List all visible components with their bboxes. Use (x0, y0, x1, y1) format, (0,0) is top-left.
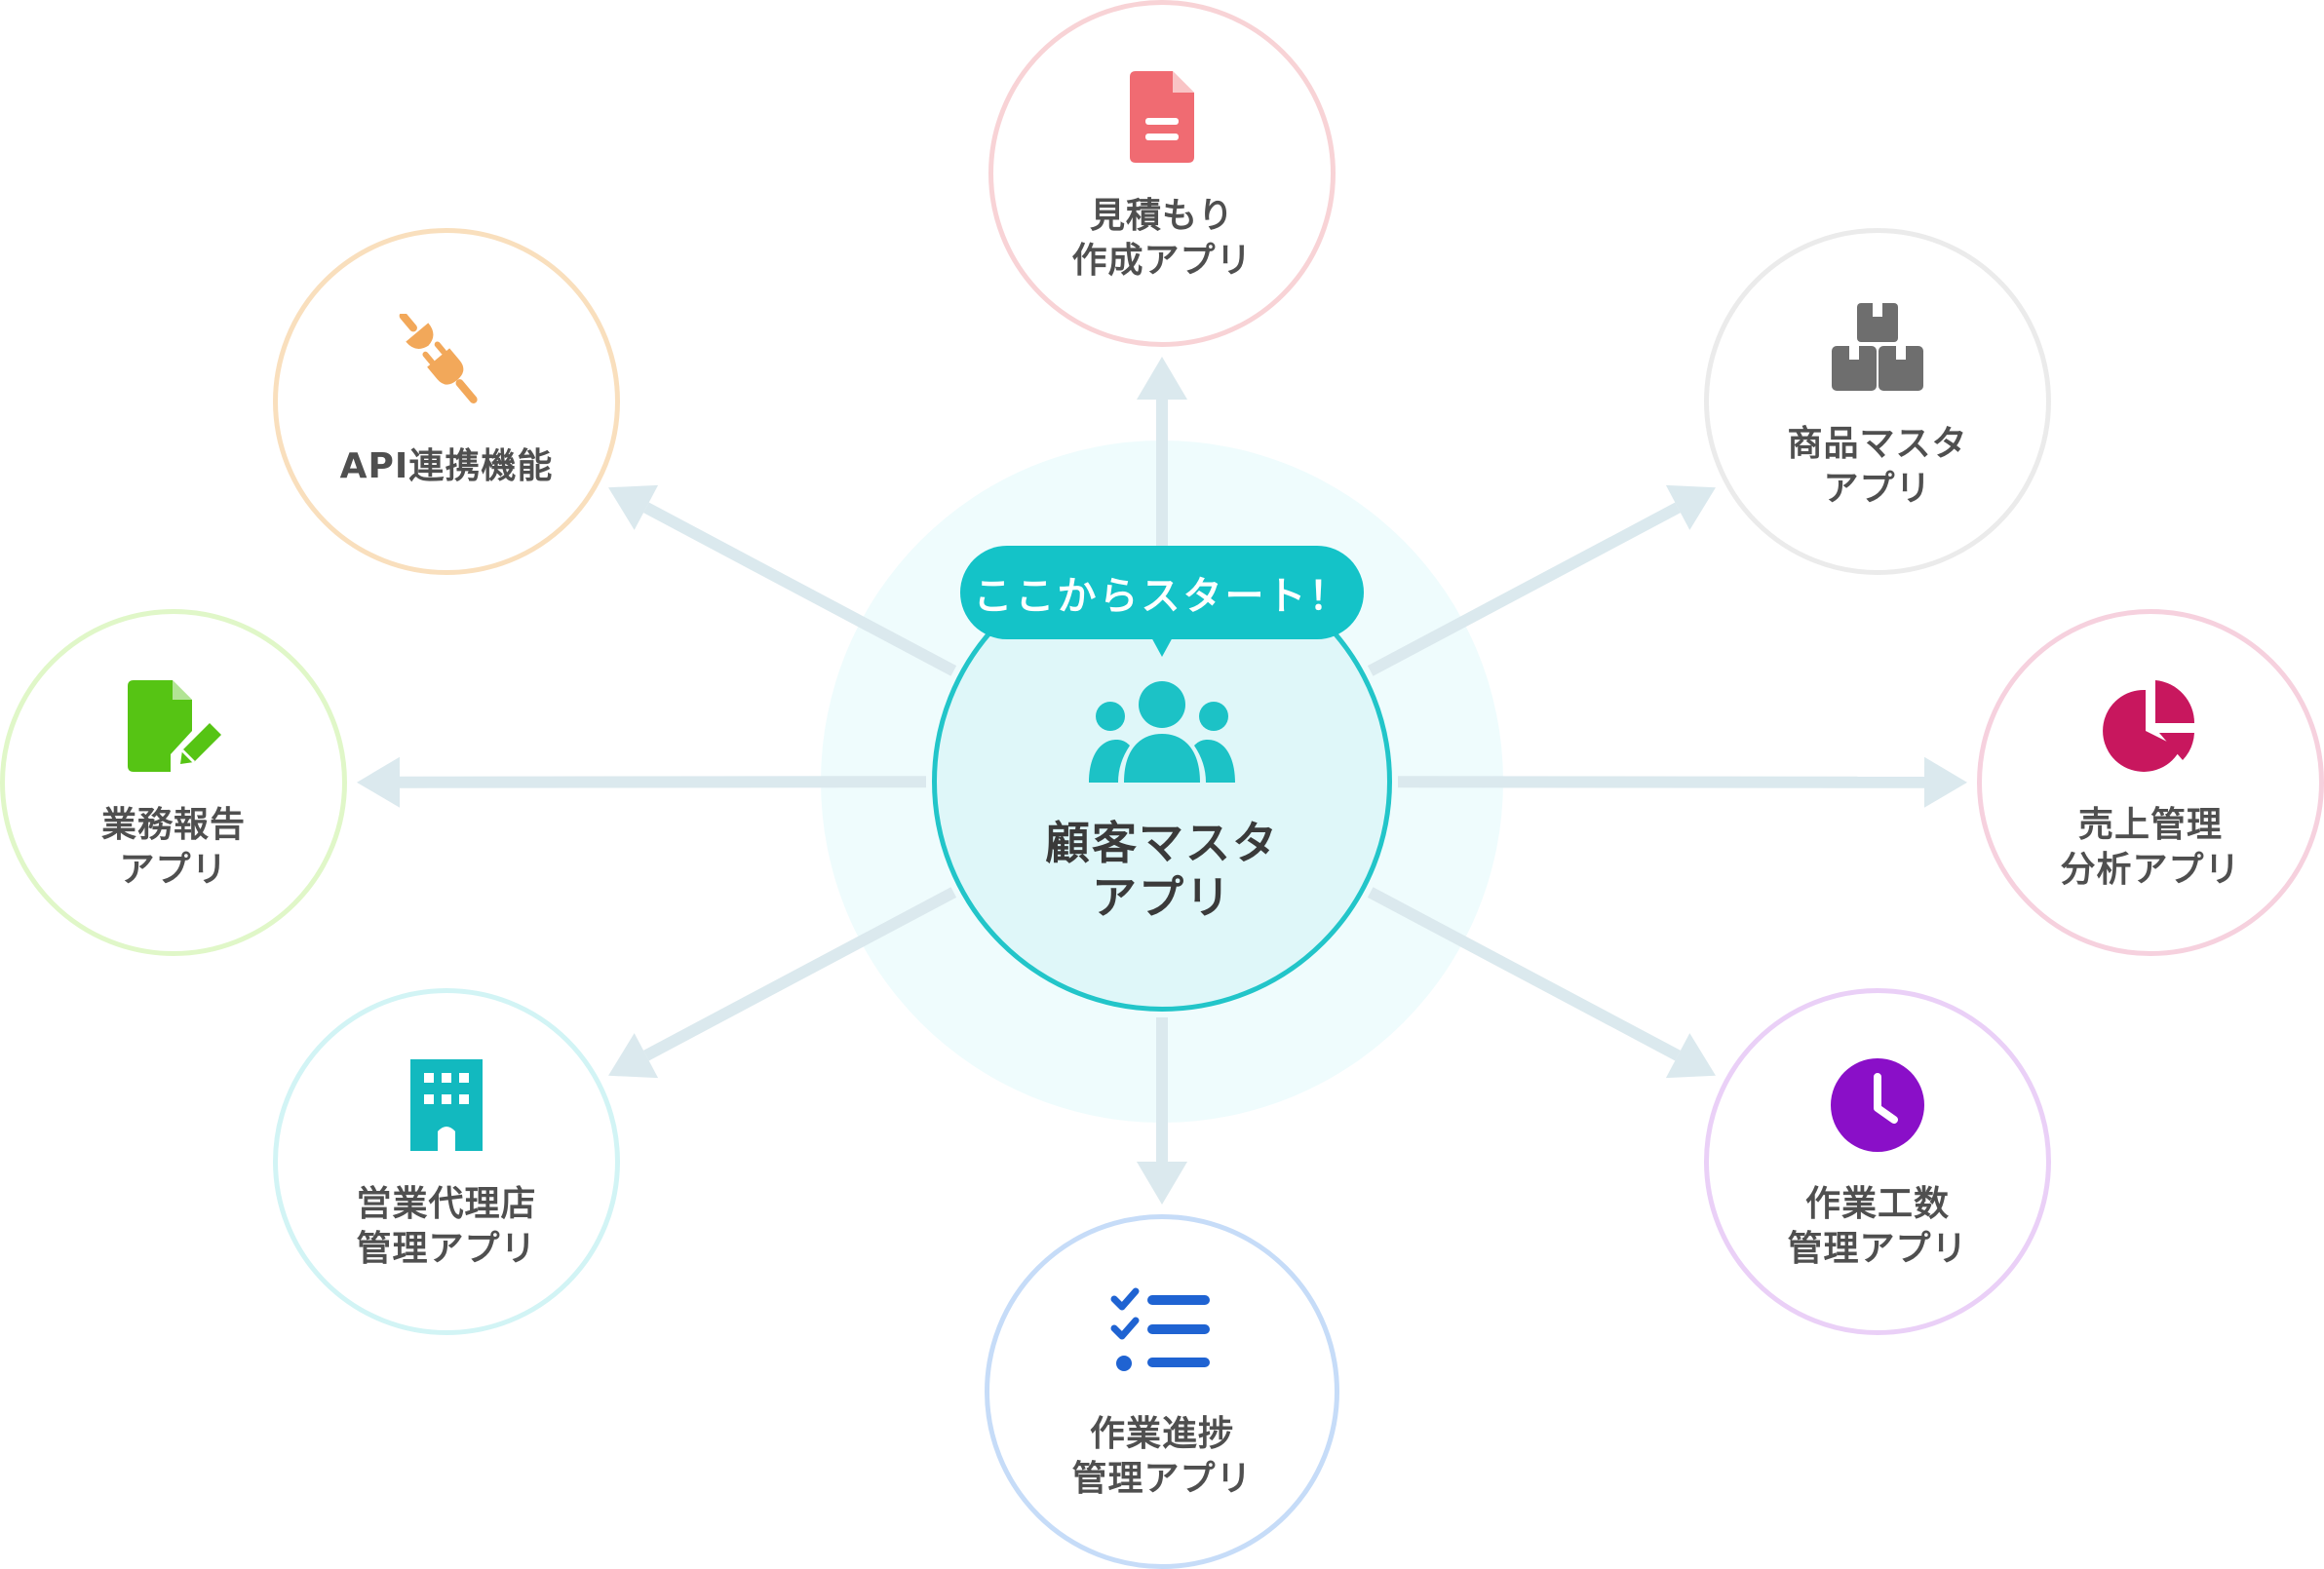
node-label-progress: 作業進捗 管理アプリ (1071, 1414, 1253, 1499)
start-callout-text: ここからスタート！ (973, 574, 1351, 619)
node-label-product: 商品マスタ アプリ (1787, 424, 1968, 509)
users-group-icon (1089, 681, 1235, 783)
node-label-workhours: 作業工数 管理アプリ (1787, 1184, 1968, 1269)
arrowhead-workhours (1665, 1033, 1716, 1079)
arrowhead-progress (1137, 1162, 1187, 1205)
start-callout-tail (1150, 635, 1174, 657)
connector-line-sales (1397, 776, 1925, 788)
node-product[interactable]: 商品マスタ アプリ (1704, 228, 2051, 575)
connector-line-agency (643, 887, 957, 1061)
boxes-icon (1824, 291, 1931, 399)
node-label-report: 業務報告 アプリ (100, 805, 246, 890)
connector-line-report (399, 776, 927, 788)
arrowhead-report (356, 756, 401, 808)
checklist-icon (1108, 1282, 1216, 1389)
node-workhours[interactable]: 作業工数 管理アプリ (1704, 988, 2051, 1335)
node-api[interactable]: API連携機能 (273, 228, 620, 575)
node-label-api: API連携機能 (339, 446, 554, 486)
connector-line-api (643, 502, 957, 676)
hub-label: 顧客マスタ アプリ (1045, 817, 1279, 924)
document-icon (1108, 63, 1216, 171)
edit-document-icon (120, 672, 227, 780)
arrowhead-quote (1137, 357, 1187, 400)
building-icon (393, 1052, 500, 1159)
node-quote[interactable]: 見積もり 作成アプリ (988, 0, 1336, 347)
clock-icon (1824, 1052, 1931, 1159)
node-report[interactable]: 業務報告 アプリ (0, 609, 347, 956)
connector-line-workhours (1367, 887, 1681, 1061)
connector-line-product (1367, 502, 1681, 676)
start-callout: ここからスタート！ (960, 546, 1364, 639)
arrowhead-api (608, 484, 659, 530)
pie-chart-icon (2097, 672, 2204, 780)
plug-icon (393, 312, 500, 421)
node-label-sales: 売上管理 分析アプリ (2060, 805, 2241, 890)
node-progress[interactable]: 作業進捗 管理アプリ (985, 1214, 1339, 1569)
arrowhead-product (1665, 484, 1716, 530)
node-label-agency: 営業代理店 管理アプリ (356, 1184, 537, 1269)
arrowhead-sales (1923, 756, 1968, 808)
arrowhead-agency (608, 1033, 659, 1079)
node-label-quote: 見積もり 作成アプリ (1071, 196, 1253, 281)
node-agency[interactable]: 営業代理店 管理アプリ (273, 988, 620, 1335)
node-sales[interactable]: 売上管理 分析アプリ (1977, 609, 2324, 956)
